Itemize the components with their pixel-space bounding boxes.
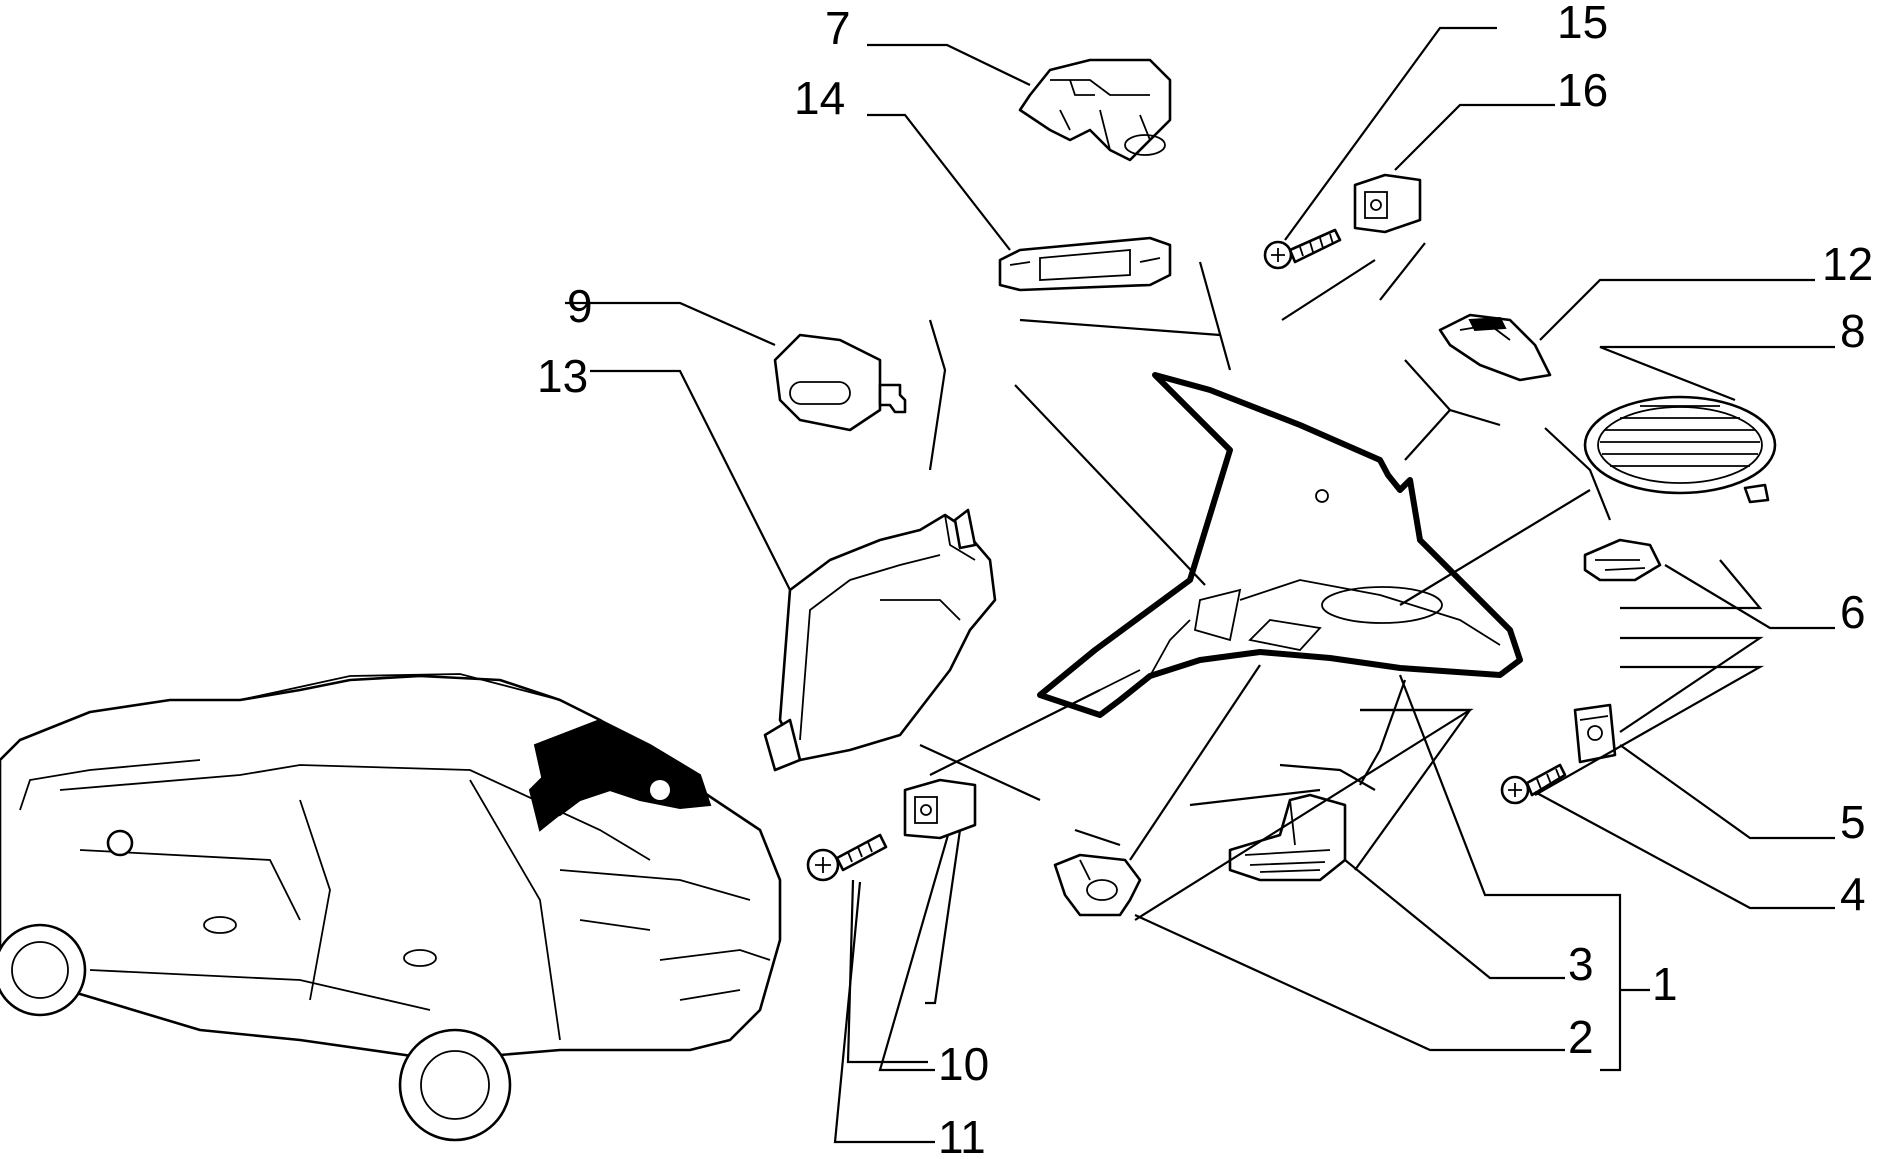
callout-labels: 7 14 15 16 12 8 9 13 6 5 4 3 2 1 10 11 (537, 0, 1873, 1159)
callout-14: 14 (794, 72, 845, 124)
callout-12: 12 (1822, 238, 1873, 290)
part-3-floor-bracket (1228, 793, 1347, 882)
part-12-seal-piece (1438, 313, 1552, 382)
callout-15: 15 (1557, 0, 1608, 48)
part-11-screw (806, 833, 888, 882)
part-14-rail-bracket (998, 236, 1172, 292)
part-6-spring-clip (1583, 538, 1662, 582)
callout-8: 8 (1840, 305, 1866, 357)
callout-4: 4 (1840, 868, 1866, 920)
part-5-clip-nut (1573, 703, 1617, 764)
callout-3: 3 (1568, 938, 1594, 990)
part-9-cover-cap (773, 333, 907, 432)
part-10-clip-nut (903, 778, 977, 840)
leader-lines (620, 26, 1765, 1064)
callout-2: 2 (1568, 1011, 1594, 1063)
part-13-lower-pillar-trim (763, 508, 997, 772)
part-4-screw (1500, 763, 1567, 805)
car-illustration (0, 673, 782, 1142)
callout-13: 13 (537, 350, 588, 402)
callout-leader-ticks (565, 26, 1835, 1144)
callout-10: 10 (938, 1038, 989, 1090)
callout-5: 5 (1840, 796, 1866, 848)
part-8-speaker-grille (1583, 395, 1777, 504)
part-16-clip-nut (1353, 173, 1422, 234)
callout-6: 6 (1840, 586, 1866, 638)
part-1-quarter-trim-panel (1037, 372, 1523, 718)
part-2-floor-clip (1053, 853, 1142, 917)
part-7-clip-bracket (1018, 58, 1172, 162)
callout-11: 11 (938, 1111, 986, 1159)
callout-1: 1 (1652, 958, 1678, 1010)
callout-9: 9 (567, 280, 593, 332)
part-15-screw (1263, 228, 1342, 270)
callout-7: 7 (825, 2, 851, 54)
callout-16: 16 (1557, 64, 1608, 116)
